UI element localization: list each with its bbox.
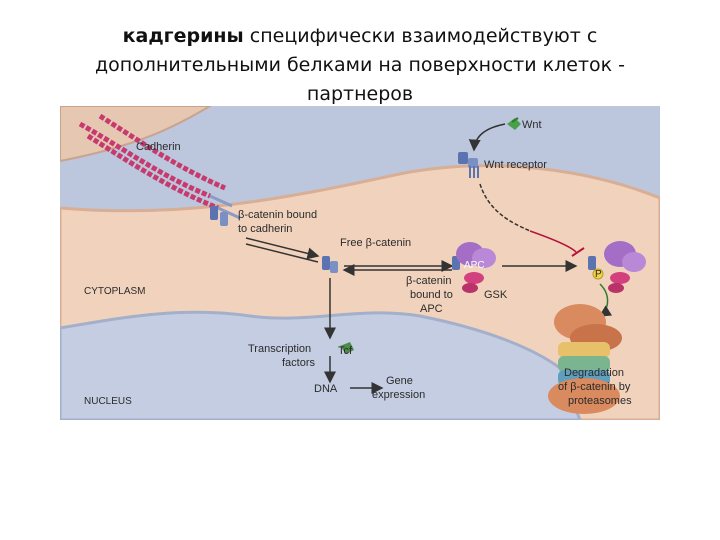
slide-title: кадгерины специфически взаимодействуют с… <box>40 22 680 109</box>
label-degradation-1: Degradation <box>564 367 624 379</box>
wnt-receptor <box>458 152 479 178</box>
nucleus-region <box>60 310 582 420</box>
label-wnt: Wnt <box>522 119 542 131</box>
label-transcription-1: Transcription <box>248 343 311 355</box>
title-line-1: кадгерины специфически взаимодействуют с <box>40 22 680 51</box>
label-gene-2: expression <box>372 389 425 401</box>
title-line-3: партнеров <box>306 83 414 105</box>
phosphorylated-complex <box>588 241 646 293</box>
wnt-to-receptor-arrow <box>468 123 506 152</box>
label-gene-1: Gene <box>386 375 413 387</box>
bcat-release-arrow <box>245 237 320 260</box>
title-bold-word: кадгерины <box>122 25 244 47</box>
bound-catenin-cluster <box>210 206 228 226</box>
label-bcat-bound-2: to cadherin <box>238 223 292 235</box>
bcat-release-arrow-2 <box>245 243 319 263</box>
label-bcat-apc-2: bound to <box>410 289 453 301</box>
label-nucleus: NUCLEUS <box>84 396 132 407</box>
catenin-signaling-figure: Cadherin Wnt Wnt receptor β-catenin boun… <box>60 106 660 420</box>
title-line-2: дополнительными белками на поверхности к… <box>94 54 626 76</box>
proteasome <box>548 304 622 414</box>
label-dna: DNA <box>314 383 338 395</box>
inhibition-bar <box>571 247 585 257</box>
wnt-ligand <box>507 117 521 130</box>
partner-cell-membrane <box>60 106 212 163</box>
title-line-1-rest: специфически взаимодействуют с <box>243 25 598 47</box>
label-gsk: GSK <box>484 289 508 301</box>
label-p: P <box>595 269 602 280</box>
label-bcat-apc-1: β-catenin <box>406 275 451 287</box>
label-apc-complex: APC <box>464 260 485 271</box>
label-degradation-2: of β-catenin by <box>558 381 631 393</box>
tcf-factor <box>340 342 354 354</box>
receptor-inhibition-line <box>529 230 577 253</box>
label-free-bcat: Free β-catenin <box>340 237 411 249</box>
receptor-signal-arrow <box>479 183 531 232</box>
label-degradation-3: proteasomes <box>568 395 632 407</box>
label-bcat-bound-1: β-catenin bound <box>238 209 317 221</box>
apc-complex <box>452 242 496 293</box>
free-beta-catenin <box>322 256 338 273</box>
label-cadherin: Cadherin <box>136 141 181 153</box>
label-tcf: Tcf <box>338 345 353 357</box>
label-bcat-apc-3: APC <box>420 303 443 315</box>
label-cytoplasm: CYTOPLASM <box>84 286 146 297</box>
cadherin-molecules <box>78 113 241 220</box>
label-wnt-receptor: Wnt receptor <box>484 159 547 171</box>
label-transcription-2: factors <box>282 357 316 369</box>
